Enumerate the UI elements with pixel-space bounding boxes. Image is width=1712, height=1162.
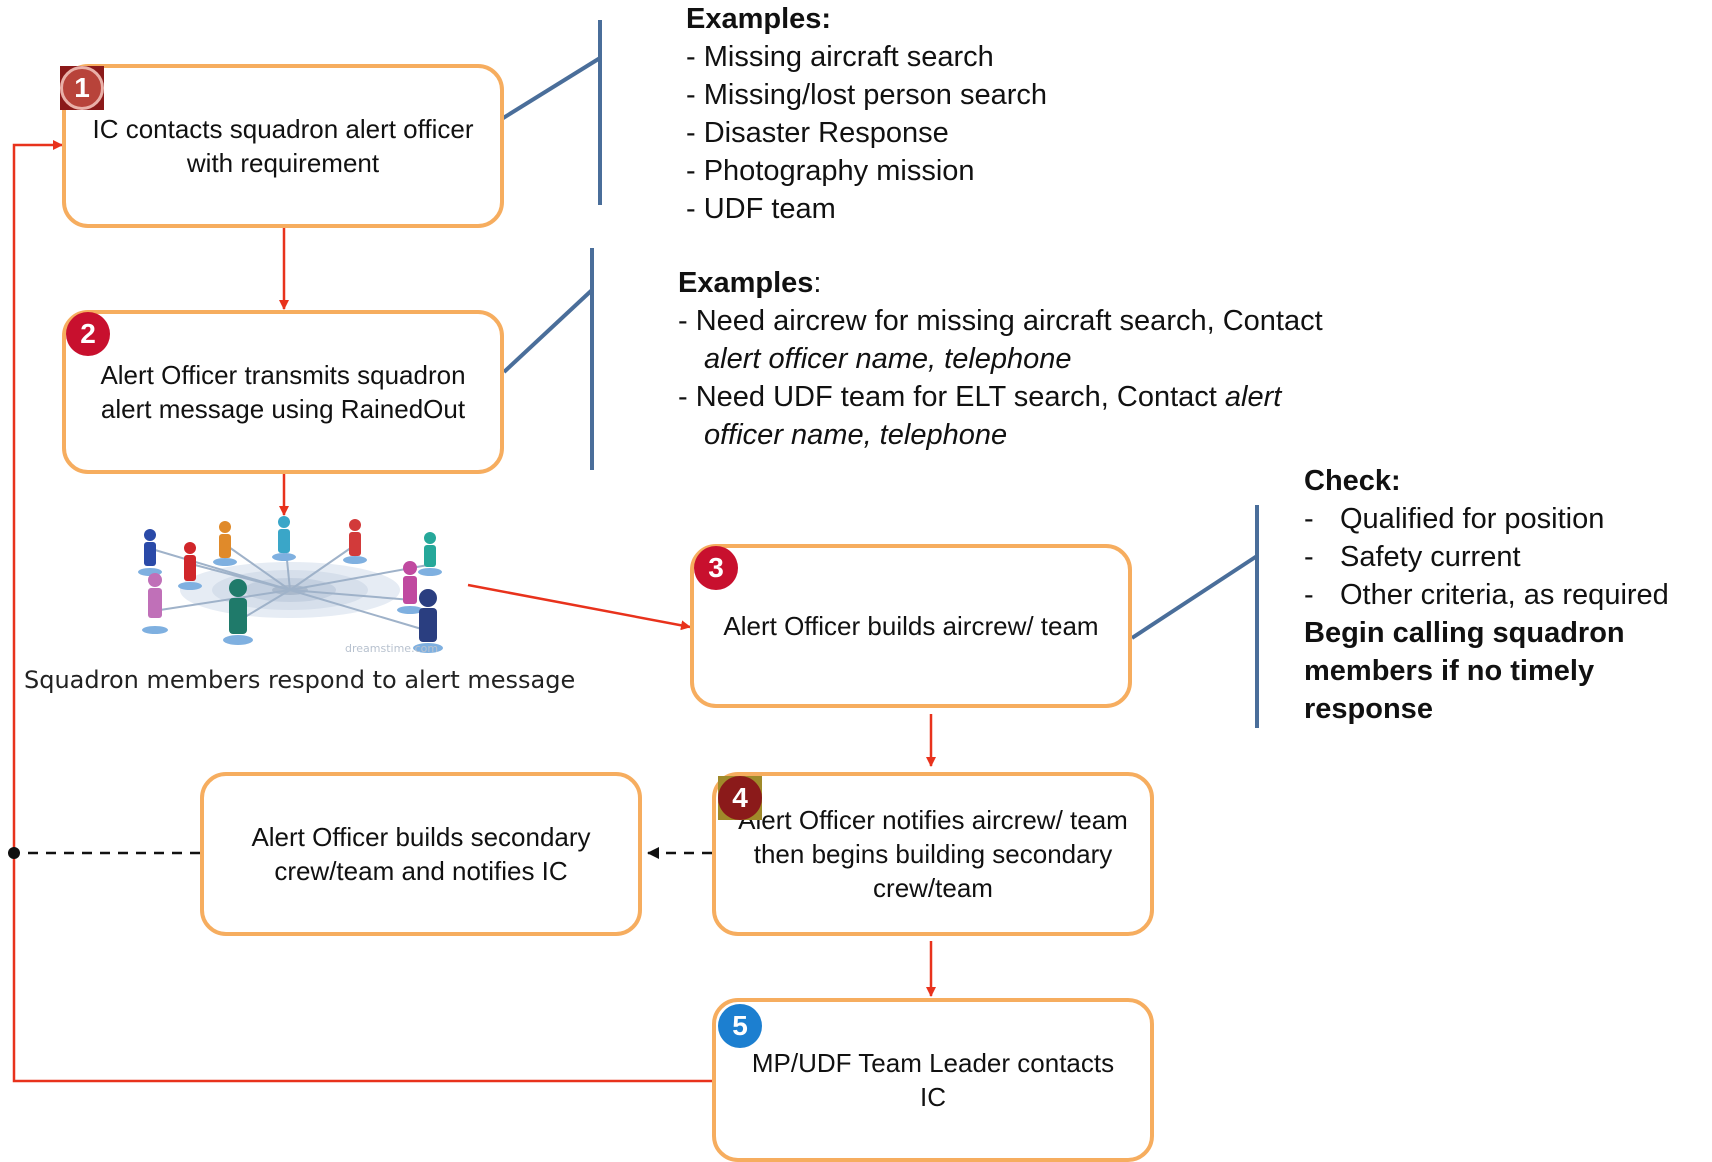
squadron-members-illustration: dreamstime.com [138,516,443,655]
examples-2-item-2-contact-b: officer name, telephone [704,419,1008,451]
examples-2-item-2-contact-a: alert [1224,381,1282,413]
examples-2-item-2: - Need UDF team for ELT search, Contact [678,381,1225,413]
check-block: Check: -Qualified for position -Safety c… [1304,462,1669,728]
step-3-number-icon: 3 [694,546,738,590]
junction-dot [8,847,20,859]
examples-1-item: - UDF team [686,193,836,225]
image-watermark: dreamstime.com [345,642,438,655]
examples-2-item-1: - Need aircrew for missing aircraft sear… [678,305,1323,337]
check-item: -Safety current [1304,541,1521,573]
check-note-line: members if no timely [1304,655,1595,687]
bracket-examples-2 [502,248,594,470]
step-2-number-icon: 2 [66,312,110,356]
bracket-check [1130,505,1259,728]
flow-arrows [12,140,936,1083]
bracket-examples-1 [498,20,602,205]
examples-1-block: Examples: - Missing aircraft search - Mi… [686,0,1047,228]
examples-2-block: Examples: - Need aircrew for missing air… [678,264,1323,454]
check-heading: Check: [1304,465,1401,497]
check-item: -Qualified for position [1304,503,1605,535]
step-4-text: Alert Officer notifies aircrew/ team the… [738,805,1128,903]
examples-1-item: - Missing aircraft search [686,41,994,73]
examples-1-item: - Disaster Response [686,117,949,149]
feedback-line-5-to-1 [12,140,714,1083]
examples-1-item: - Photography mission [686,155,975,187]
step-1-number-icon: 1 [60,66,104,110]
step-5-text: MP/UDF Team Leader contacts IC [751,1048,1115,1112]
network-links [154,539,429,631]
step-2-text: Alert Officer transmits squadron alert m… [100,360,466,424]
person-figures [138,516,443,653]
step-3-box: Alert Officer builds aircrew/ team [690,544,1132,708]
check-note-line: response [1304,693,1433,725]
step-5-number-icon: 5 [718,1004,762,1048]
step-1-text: IC contacts squadron alert officer with … [92,114,474,178]
secondary-crew-box: Alert Officer builds secondary crew/team… [200,772,642,936]
examples-2-heading: Examples [678,267,814,299]
check-note-line: Begin calling squadron [1304,617,1625,649]
step-4-box: Alert Officer notifies aircrew/ team the… [712,772,1154,936]
step-5-box: MP/UDF Team Leader contacts IC [712,998,1154,1162]
step-2-box: Alert Officer transmits squadron alert m… [62,310,504,474]
step-4-number-icon: 4 [718,776,762,820]
step-3-text: Alert Officer builds aircrew/ team [723,611,1099,641]
examples-1-heading: Examples: [686,3,832,35]
examples-2-colon: : [813,267,822,299]
step-1-box: IC contacts squadron alert officer with … [62,64,504,228]
examples-2-item-1-contact: alert officer name, telephone [704,343,1072,375]
arrow-image-to-3 [467,583,691,631]
image-caption: Squadron members respond to alert messag… [24,666,576,694]
examples-1-item: - Missing/lost person search [686,79,1048,111]
secondary-crew-text: Alert Officer builds secondary crew/team… [251,822,591,886]
check-item: -Other criteria, as required [1304,579,1669,611]
